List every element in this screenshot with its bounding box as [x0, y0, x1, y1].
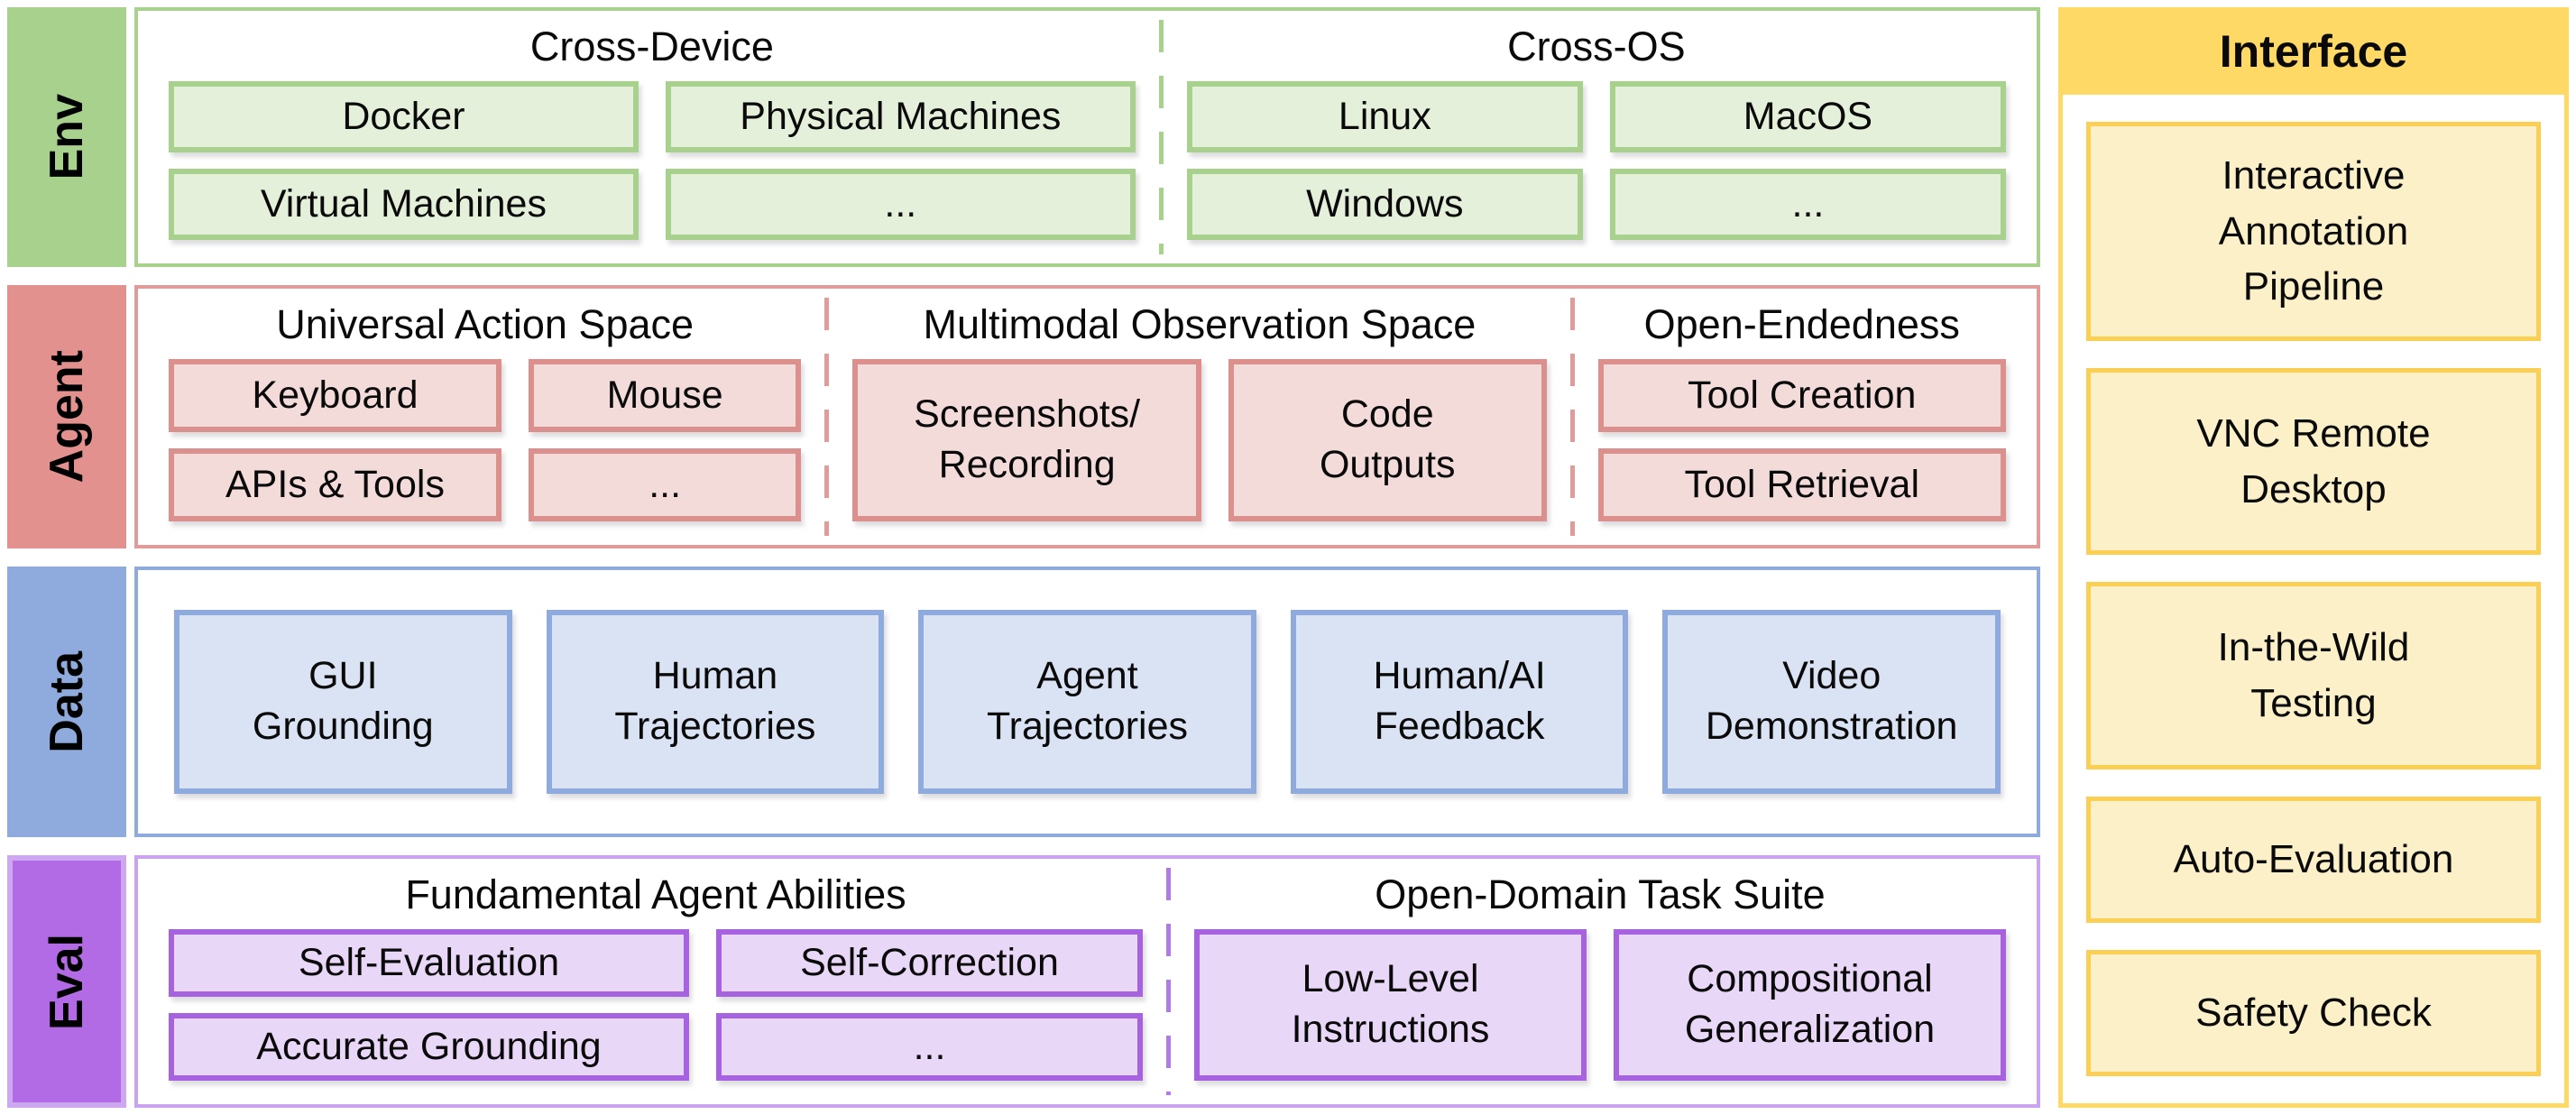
box-ellipsis-eval: ...: [716, 1013, 1143, 1081]
box-interactive-annotation-pipeline: Interactive Annotation Pipeline: [2086, 122, 2541, 341]
section-title: Cross-OS: [1507, 23, 1686, 69]
box-ellipsis-action: ...: [528, 448, 802, 521]
box-gui-grounding: GUI Grounding: [174, 610, 512, 794]
box-vnc-remote-desktop: VNC Remote Desktop: [2086, 367, 2541, 556]
dashed-divider: [1158, 20, 1164, 254]
row-eval-label: Eval: [41, 933, 93, 1030]
row-env-label: Env: [41, 94, 93, 180]
box-keyboard: Keyboard: [169, 359, 501, 432]
interface-body: Interactive Annotation Pipeline VNC Remo…: [2058, 95, 2569, 1108]
row-agent: Agent Universal Action Space Keyboard Mo…: [7, 285, 2040, 548]
open-endedness-boxes: Tool Creation Tool Retrieval: [1597, 359, 2006, 521]
row-agent-label: Agent: [41, 350, 93, 484]
box-tool-creation: Tool Creation: [1597, 359, 2006, 432]
section-fundamental-agent-abilities: Fundamental Agent Abilities Self-Evaluat…: [145, 862, 1166, 1101]
section-cross-os: Cross-OS Linux MacOS Windows ...: [1164, 14, 2029, 260]
row-data-body: GUI Grounding Human Trajectories Agent T…: [134, 567, 2040, 837]
row-data-tab: Data: [7, 567, 126, 837]
row-data: Data GUI Grounding Human Trajectories Ag…: [7, 567, 2040, 837]
rows-column: Env Cross-Device Docker Physical Machine…: [7, 7, 2040, 1108]
box-low-level-instructions: Low-Level Instructions: [1194, 929, 1587, 1081]
section-open-domain-task-suite: Open-Domain Task Suite Low-Level Instruc…: [1171, 862, 2029, 1101]
row-env: Env Cross-Device Docker Physical Machine…: [7, 7, 2040, 267]
box-video-demonstration: Video Demonstration: [1662, 610, 2001, 794]
section-title: Open-Endedness: [1643, 301, 1960, 347]
row-agent-tab: Agent: [7, 285, 126, 548]
box-agent-trajectories: Agent Trajectories: [918, 610, 1256, 794]
box-human-trajectories: Human Trajectories: [546, 610, 885, 794]
row-eval-body: Fundamental Agent Abilities Self-Evaluat…: [134, 855, 2040, 1108]
box-self-evaluation: Self-Evaluation: [169, 929, 690, 997]
box-in-the-wild-testing: In-the-Wild Testing: [2086, 582, 2541, 769]
box-macos: MacOS: [1609, 81, 2006, 152]
observation-space-boxes: Screenshots/ Recording Code Outputs: [852, 359, 1547, 521]
cross-os-grid: Linux MacOS Windows ...: [1186, 81, 2006, 240]
action-space-grid: Keyboard Mouse APIs & Tools ...: [169, 359, 802, 521]
row-eval: Eval Fundamental Agent Abilities Self-Ev…: [7, 855, 2040, 1108]
box-human-ai-feedback: Human/AI Feedback: [1290, 610, 1629, 794]
section-title: Open-Domain Task Suite: [1375, 871, 1826, 917]
box-linux: Linux: [1186, 81, 1583, 152]
interface-header: Interface: [2058, 7, 2569, 95]
cross-device-grid: Docker Physical Machines Virtual Machine…: [169, 81, 1136, 240]
row-env-tab: Env: [7, 7, 126, 267]
box-docker: Docker: [169, 81, 639, 152]
section-multimodal-observation-space: Multimodal Observation Space Screenshots…: [829, 292, 1569, 541]
section-open-endedness: Open-Endedness Tool Creation Tool Retrie…: [1575, 292, 2029, 541]
row-agent-body: Universal Action Space Keyboard Mouse AP…: [134, 285, 2040, 548]
box-virtual-machines: Virtual Machines: [169, 169, 639, 240]
box-screenshots-recording: Screenshots/ Recording: [852, 359, 1201, 521]
box-self-correction: Self-Correction: [716, 929, 1143, 997]
section-title: Fundamental Agent Abilities: [405, 871, 906, 917]
section-cross-device: Cross-Device Docker Physical Machines Vi…: [145, 14, 1159, 260]
section-title: Cross-Device: [529, 23, 774, 69]
box-ellipsis-device: ...: [665, 169, 1136, 240]
section-title: Multimodal Observation Space: [923, 301, 1477, 347]
row-data-label: Data: [41, 650, 93, 753]
box-windows: Windows: [1186, 169, 1583, 240]
abilities-grid: Self-Evaluation Self-Correction Accurate…: [169, 929, 1143, 1081]
box-accurate-grounding: Accurate Grounding: [169, 1013, 690, 1081]
interface-panel: Interface Interactive Annotation Pipelin…: [2058, 7, 2569, 1108]
row-eval-tab: Eval: [7, 855, 126, 1108]
box-apis-tools: APIs & Tools: [169, 448, 501, 521]
dashed-divider: [1569, 298, 1575, 536]
box-tool-retrieval: Tool Retrieval: [1597, 448, 2006, 521]
box-compositional-generalization: Compositional Generalization: [1614, 929, 2006, 1081]
box-ellipsis-os: ...: [1609, 169, 2006, 240]
dashed-divider: [1166, 868, 1171, 1095]
task-suite-boxes: Low-Level Instructions Compositional Gen…: [1194, 929, 2006, 1081]
section-title: Universal Action Space: [276, 301, 695, 347]
box-code-outputs: Code Outputs: [1228, 359, 1547, 521]
box-physical-machines: Physical Machines: [665, 81, 1136, 152]
box-mouse: Mouse: [528, 359, 802, 432]
box-safety-check: Safety Check: [2086, 949, 2541, 1076]
box-auto-evaluation: Auto-Evaluation: [2086, 796, 2541, 923]
row-env-body: Cross-Device Docker Physical Machines Vi…: [134, 7, 2040, 267]
section-universal-action-space: Universal Action Space Keyboard Mouse AP…: [145, 292, 824, 541]
dashed-divider: [824, 298, 830, 536]
data-boxes: GUI Grounding Human Trajectories Agent T…: [145, 574, 2029, 830]
